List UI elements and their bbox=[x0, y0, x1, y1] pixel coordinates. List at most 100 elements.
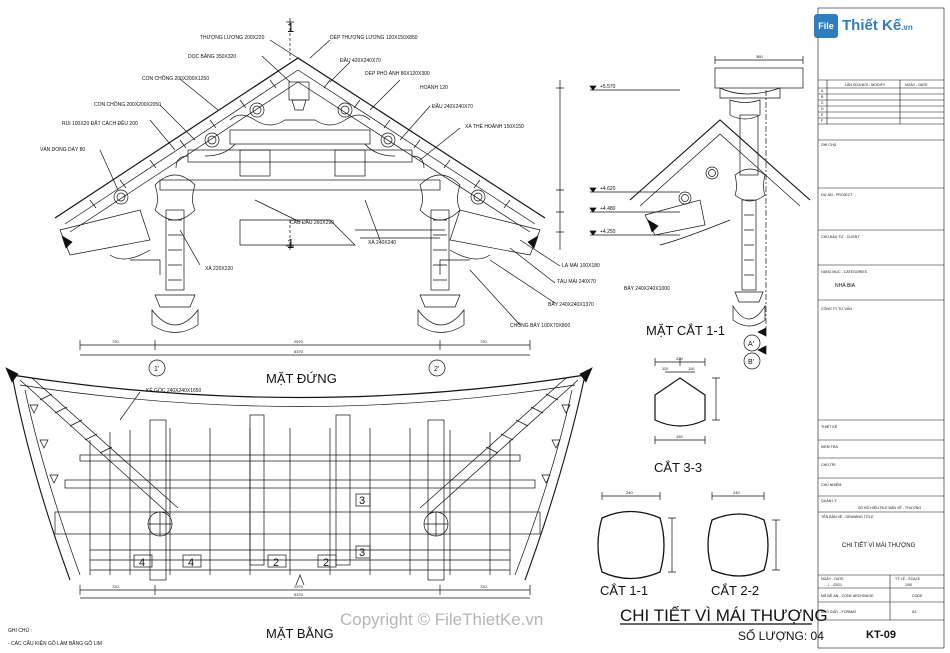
tb-sheet-title-label: TÊN BẢN VẼ - DRAWING TITLE bbox=[821, 514, 874, 519]
label-hoanh: HOÀNH 120 bbox=[420, 84, 448, 91]
tb-rev-b: B bbox=[821, 95, 824, 99]
title-plan: MẶT BẰNG bbox=[266, 626, 334, 641]
plan-view bbox=[5, 367, 593, 599]
dim-elev-mid: 2970 bbox=[294, 339, 304, 344]
label-cau-dau: CẦU ĐẦU 260X290 bbox=[290, 219, 334, 226]
tb-format-label: KHỔ GIẤY - FORMAT bbox=[821, 609, 857, 614]
tb-format-value: A3 bbox=[912, 610, 916, 614]
side-section-view bbox=[629, 56, 811, 370]
tb-code-label: MÃ ĐỀ ÁN - CODE ARCHIVAGE bbox=[821, 593, 874, 598]
tb-date-header: NGÀY - DATE bbox=[905, 83, 928, 87]
dim-elev-right: 720 bbox=[480, 339, 487, 344]
tb-sig1: THIẾT KẾ bbox=[821, 424, 838, 429]
tb-sig5: QUẢN LÝ bbox=[821, 498, 837, 503]
level-4620: +4.620 bbox=[600, 186, 616, 192]
tb-ghichu: GHI CHÚ bbox=[821, 142, 837, 147]
label-xa-220: XÀ 220X220 bbox=[205, 265, 233, 272]
section-mark-3-a: 3 bbox=[359, 495, 365, 507]
section-mark-4-a: 4 bbox=[139, 557, 145, 569]
label-tau-mai: TÀU MÁI 240X70 bbox=[557, 278, 596, 285]
label-xa-240: XÀ 240X240 bbox=[368, 239, 396, 246]
tb-sig4: CHỦ NHIỆM bbox=[821, 482, 841, 487]
tb-rev-a: A bbox=[821, 89, 824, 93]
title-cut-22: CẮT 2-2 bbox=[711, 583, 759, 598]
section-mark-1-top: 1 bbox=[287, 20, 294, 35]
tb-file-label: SỐ BỘ HIỆU FILE BẢN VẼ - THƯỢNG bbox=[858, 505, 921, 510]
watermark: Copyright © FileThietKe.vn bbox=[340, 610, 544, 629]
logo-name: Thiết Kế.vn bbox=[842, 17, 913, 34]
label-dep-pho-anh: DÉP PHÓ ÁNH 80X120X300 bbox=[365, 70, 430, 77]
dim-top-sec: 360 bbox=[756, 54, 763, 59]
grid-1: 1' bbox=[154, 366, 159, 373]
label-xa-the-hoanh: XÀ THẺ HOÀNH 150X150 bbox=[465, 123, 524, 130]
dim-plan-left: 720 bbox=[112, 584, 119, 589]
tb-rev-d: D bbox=[821, 107, 824, 111]
tb-rev-f: F bbox=[821, 119, 824, 123]
label-van-dong: VÁN DONG DÀY 80 bbox=[40, 146, 85, 153]
tb-sheet-no: KT-09 bbox=[866, 629, 896, 641]
tb-category-value: NHÀ BIA bbox=[835, 282, 856, 289]
grid-2: 2' bbox=[434, 366, 439, 373]
section-mark-2-a: 2 bbox=[273, 557, 279, 569]
logo-domain: .vn bbox=[901, 23, 913, 32]
drawing-title: CHI TIẾT VÌ MÁI THƯỢNG bbox=[620, 606, 828, 625]
section-mark-4-b: 4 bbox=[188, 557, 194, 569]
dim-c11-top: 240 bbox=[626, 490, 633, 495]
tb-code-short: CODE bbox=[912, 594, 923, 598]
section-mark-2-b: 2 bbox=[323, 557, 329, 569]
tb-scale-value: 1/50 bbox=[905, 583, 912, 587]
label-con-chong-1: CON CHỒNG 200X200X1250 bbox=[142, 75, 209, 82]
drawing-text: THƯỢNG LƯƠNG 200X220 DỌC BẢNG 350X320 CO… bbox=[8, 20, 928, 647]
tb-sig3: CHỦ TRÌ bbox=[821, 462, 836, 467]
dim-elev-left: 720 bbox=[112, 339, 119, 344]
dim-s33-b: 110 bbox=[688, 366, 695, 371]
tb-rev-header: LẦN SỬA ĐỔI - MODIFY bbox=[845, 82, 886, 87]
logo-mark: File bbox=[814, 14, 838, 38]
tb-date-label: NGÀY - DATE bbox=[821, 577, 844, 581]
title-block bbox=[817, 7, 945, 649]
title-section-11: MẶT CẮT 1-1 bbox=[646, 323, 725, 338]
tb-category: HẠNG MỤC - CATEGORIES bbox=[821, 270, 868, 274]
dim-plan-right: 720 bbox=[480, 584, 487, 589]
title-elevation: MẶT ĐỨNG bbox=[266, 371, 337, 386]
label-con-chong-2: CON CHỒNG 200X200X2050 bbox=[94, 101, 161, 108]
dim-elev-total: 5370 bbox=[294, 349, 304, 354]
title-cut-11: CẮT 1-1 bbox=[600, 583, 648, 598]
label-thuong-luong: THƯỢNG LƯƠNG 200X220 bbox=[200, 35, 265, 41]
grid-a: A' bbox=[748, 341, 754, 348]
notes-title: GHI CHÚ : bbox=[8, 627, 32, 634]
elevation-view bbox=[54, 18, 680, 377]
tb-sheet-title: CHI TIẾT VÌ MÁI THƯỢNG bbox=[842, 542, 916, 549]
tb-client: CHỦ ĐẦU TƯ - CLIENT bbox=[821, 234, 860, 239]
label-chong-bay: CHỐNG BẨY 100X70X800 bbox=[510, 322, 570, 329]
tb-scale-label: TỶ LỆ - SCALE bbox=[895, 576, 921, 581]
dim-c22-top: 240 bbox=[733, 490, 740, 495]
dim-s33-top: 220 bbox=[676, 356, 683, 361]
section-mark-1-bottom: 1 bbox=[287, 236, 294, 251]
label-dep-thuong-luong: DÉP THƯỢNG LƯƠNG 120X150X850 bbox=[330, 34, 418, 41]
logo-name-text: Thiết Kế bbox=[842, 17, 902, 34]
tb-rev-e: E bbox=[821, 113, 824, 117]
label-doc-bang: DỌC BẢNG 350X320 bbox=[188, 53, 236, 60]
grid-b: B' bbox=[748, 359, 754, 366]
tb-sig2: KIỂM TRA bbox=[821, 444, 839, 449]
title-cut-33: CẮT 3-3 bbox=[654, 460, 702, 475]
level-4250: +4.250 bbox=[600, 229, 616, 235]
label-la-mai: LÁ MÁI 100X180 bbox=[562, 262, 600, 269]
level-5570: +5.570 bbox=[600, 84, 616, 90]
quantity: SỐ LƯỢNG: 04 bbox=[738, 628, 824, 643]
level-4480: +4.480 bbox=[600, 206, 616, 212]
dim-s33-bot: 150 bbox=[676, 434, 683, 439]
label-rui: RUI 100X20 ĐẶT CÁCH ĐỀU 200 bbox=[62, 120, 138, 127]
dim-plan-mid: 2970 bbox=[294, 584, 304, 589]
tb-rev-c: C bbox=[821, 101, 824, 105]
label-dau-240: ĐẦU 240X240X70 bbox=[432, 103, 473, 110]
tb-company: CÔNG TY TƯ VẤN bbox=[821, 306, 852, 311]
label-bay-1000: BẨY 240X240X1000 bbox=[624, 285, 670, 292]
site-logo: File Thiết Kế.vn bbox=[814, 14, 922, 42]
notes-line: - CÁC CẤU KIỆN GỖ LÀM BẰNG GỖ LIM bbox=[8, 639, 102, 647]
section-details bbox=[597, 358, 812, 625]
tb-project: DỰ ÁN - PROJECT bbox=[821, 193, 853, 197]
section-mark-3-b: 3 bbox=[359, 547, 365, 559]
